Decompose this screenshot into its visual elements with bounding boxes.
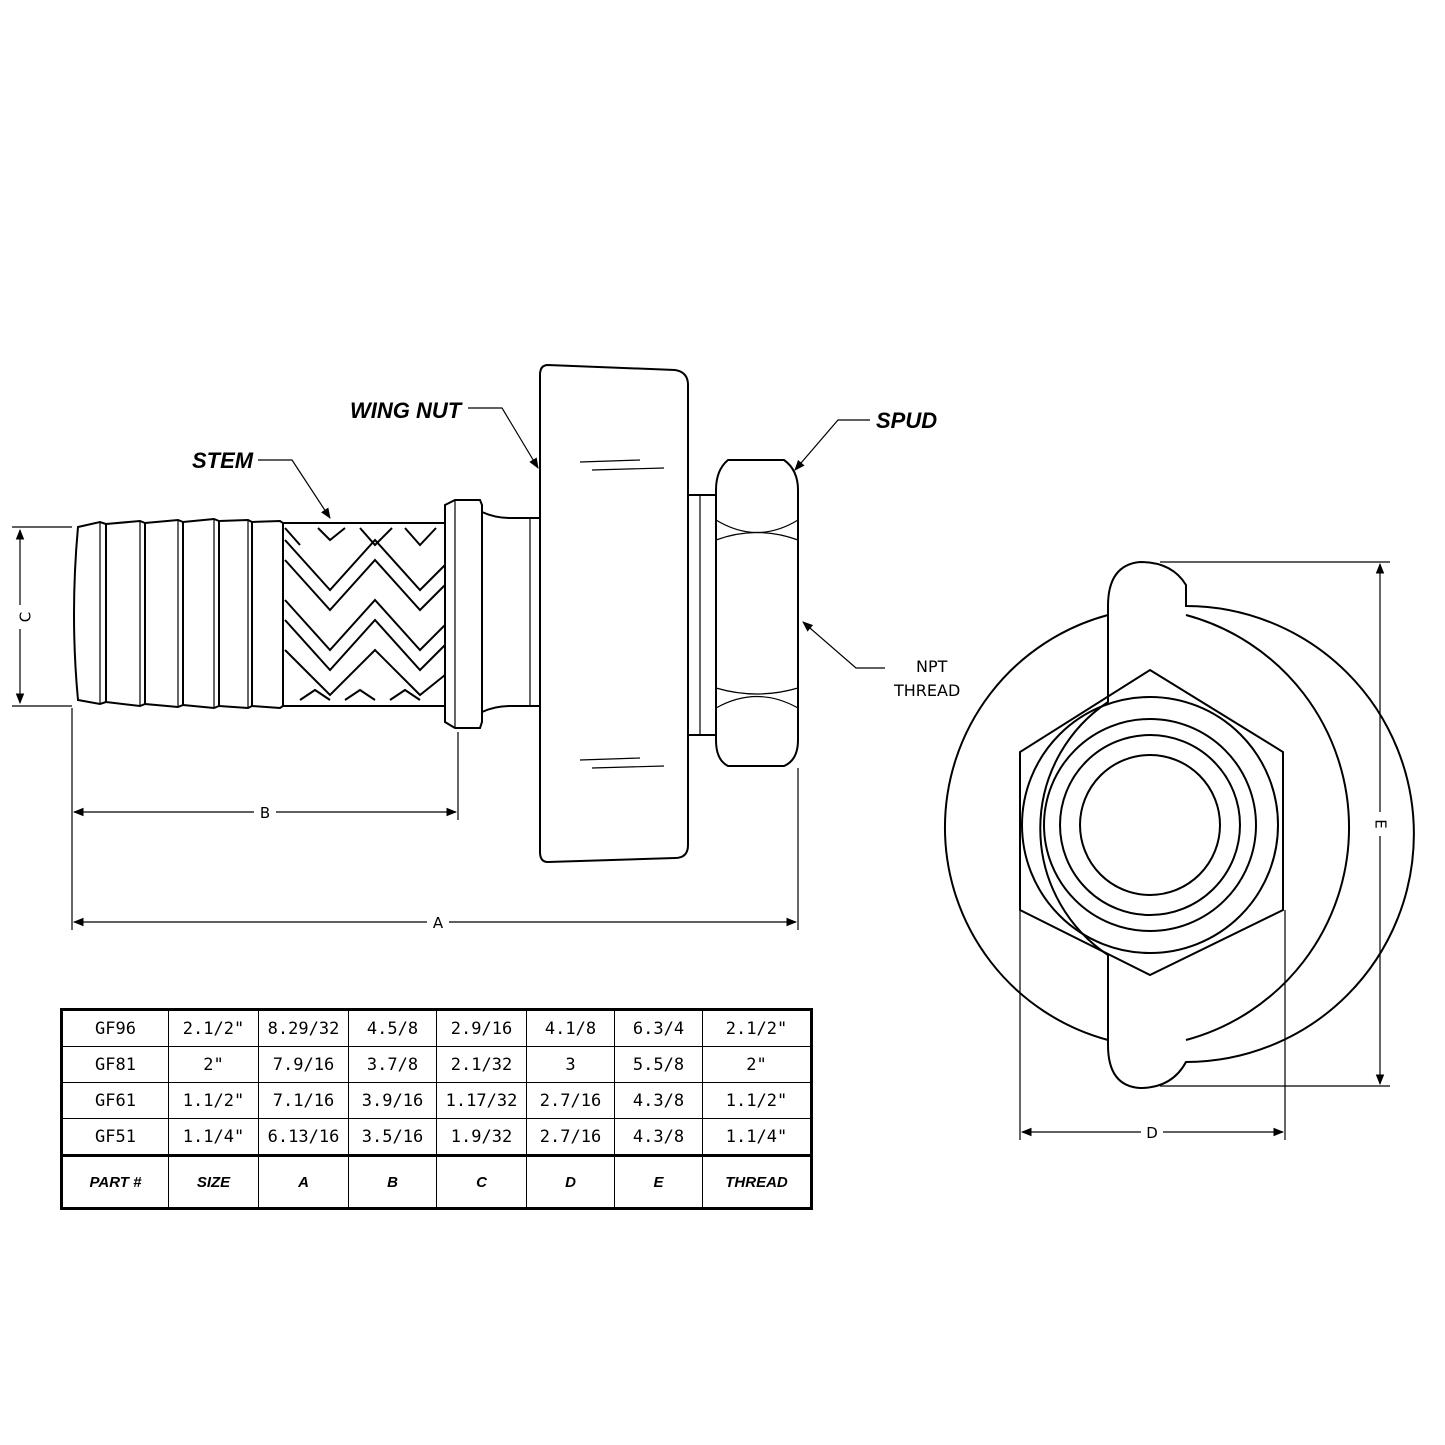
spud-label: SPUD — [876, 408, 937, 433]
table-cell: 1.17/32 — [436, 1082, 527, 1119]
dimension-c-label: C — [17, 612, 35, 622]
table-cell: 6.13/16 — [258, 1118, 349, 1156]
dimension-a: A — [71, 768, 799, 934]
stem-label: STEM — [192, 448, 254, 473]
table-row: GF61 1.1/2" 7.1/16 3.9/16 1.17/32 2.7/16… — [61, 1082, 812, 1119]
table-cell: GF61 — [61, 1082, 169, 1119]
table-row: GF51 1.1/4" 6.13/16 3.5/16 1.9/32 2.7/16… — [61, 1118, 812, 1156]
table-header-thread: THREAD — [702, 1154, 812, 1209]
table-cell: GF81 — [61, 1046, 169, 1083]
table-cell: 7.1/16 — [258, 1082, 349, 1119]
table-header-e: E — [614, 1154, 703, 1209]
stem-knurl — [283, 522, 446, 707]
dimension-e-label: E — [1372, 819, 1390, 828]
table-header-b: B — [348, 1154, 437, 1209]
table-cell: 7.9/16 — [258, 1046, 349, 1083]
table-header-part: PART # — [61, 1154, 169, 1209]
table-cell: 1.1/4" — [702, 1118, 812, 1156]
npt-label-line1: NPT — [916, 657, 948, 676]
table-header-d: D — [526, 1154, 615, 1209]
table-cell: 2.9/16 — [436, 1009, 527, 1047]
spud-nut — [688, 459, 799, 767]
table-cell: 1.1/2" — [168, 1082, 259, 1119]
spec-table: GF96 2.1/2" 8.29/32 4.5/8 2.9/16 4.1/8 6… — [60, 1008, 813, 1210]
dimension-e: E — [1160, 561, 1390, 1087]
dimension-a-label: A — [433, 914, 444, 932]
dimension-c: C — [12, 526, 72, 707]
dimension-d: D — [1019, 910, 1286, 1144]
table-header-row: PART # SIZE A B C D E THREAD — [61, 1154, 812, 1209]
table-cell: 3 — [526, 1046, 615, 1083]
table-cell: 8.29/32 — [258, 1009, 349, 1047]
table-cell: GF51 — [61, 1118, 169, 1156]
table-header-a: A — [258, 1154, 349, 1209]
table-cell: 1.1/4" — [168, 1118, 259, 1156]
table-cell: 2.1/32 — [436, 1046, 527, 1083]
table-cell: 2" — [702, 1046, 812, 1083]
table-cell: 1.1/2" — [702, 1082, 812, 1119]
table-cell: 3.5/16 — [348, 1118, 437, 1156]
table-cell: 4.1/8 — [526, 1009, 615, 1047]
table-cell: 1.9/32 — [436, 1118, 527, 1156]
table-cell: 4.5/8 — [348, 1009, 437, 1047]
table-cell: 4.3/8 — [614, 1118, 703, 1156]
dimension-b: B — [71, 708, 459, 824]
side-view: STEM WING NUT SPUD NPT THREAD C B — [12, 363, 960, 934]
table-cell: 6.3/4 — [614, 1009, 703, 1047]
table-header-size: SIZE — [168, 1154, 259, 1209]
end-view: D E — [944, 560, 1415, 1144]
dimension-d-label: D — [1146, 1124, 1158, 1142]
wing-nut-label: WING NUT — [350, 398, 463, 423]
table-cell: 4.3/8 — [614, 1082, 703, 1119]
table-cell: GF96 — [61, 1009, 169, 1047]
dimension-b-label: B — [260, 804, 270, 822]
table-cell: 2.7/16 — [526, 1082, 615, 1119]
stem-barbs — [73, 517, 284, 710]
table-header-c: C — [436, 1154, 527, 1209]
table-cell: 2.1/2" — [702, 1009, 812, 1047]
table-cell: 5.5/8 — [614, 1046, 703, 1083]
table-cell: 2.1/2" — [168, 1009, 259, 1047]
wing-nut-side — [539, 363, 689, 864]
npt-label-line2: THREAD — [893, 681, 960, 700]
table-cell: 2.7/16 — [526, 1118, 615, 1156]
table-row: GF96 2.1/2" 8.29/32 4.5/8 2.9/16 4.1/8 6… — [61, 1009, 812, 1047]
table-cell: 2" — [168, 1046, 259, 1083]
table-cell: 3.9/16 — [348, 1082, 437, 1119]
stem-collar — [444, 499, 540, 729]
table-row: GF81 2" 7.9/16 3.7/8 2.1/32 3 5.5/8 2" — [61, 1046, 812, 1083]
table-cell: 3.7/8 — [348, 1046, 437, 1083]
